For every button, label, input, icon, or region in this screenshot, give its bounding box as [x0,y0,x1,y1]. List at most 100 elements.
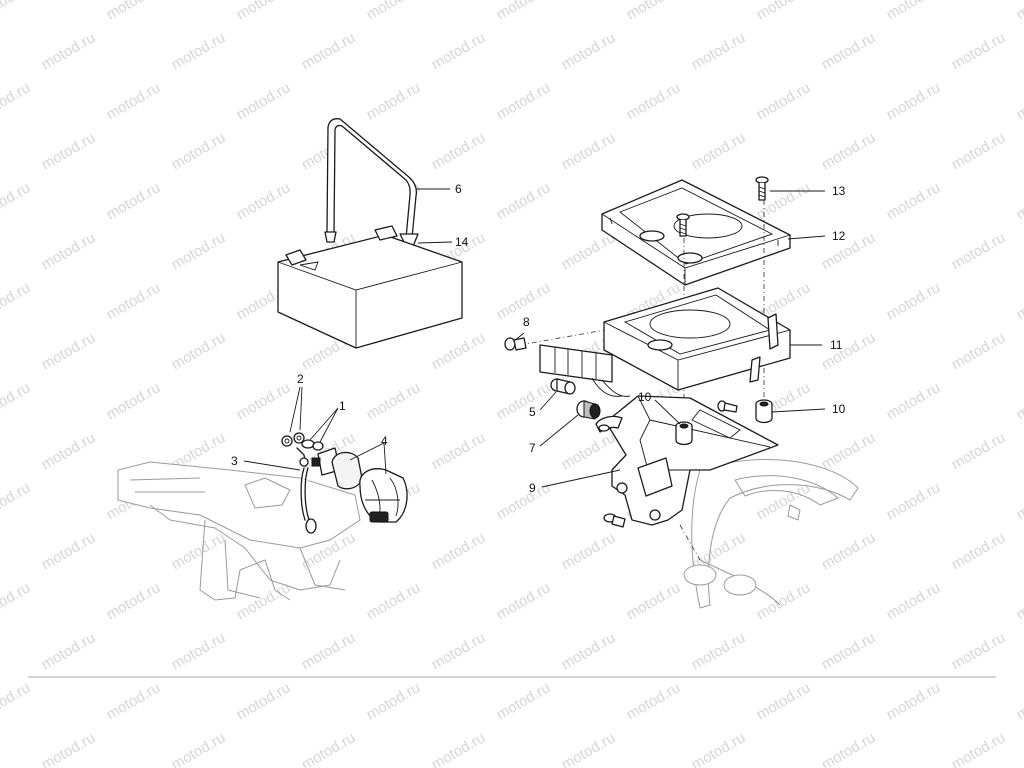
watermark-text: motod.ru [884,279,944,323]
callout-1: 1 [339,399,346,413]
callout-10-right: 10 [832,402,846,416]
watermark-text: motod.ru [169,229,229,273]
watermark-text: motod.ru [234,179,294,223]
watermark-text: motod.ru [104,279,164,323]
callout-6: 6 [455,182,462,196]
watermark-text: motod.ru [494,79,554,123]
watermark-text: motod.ru [1014,579,1024,623]
watermark-text: motod.ru [559,29,619,73]
watermark-text: motod.ru [364,79,424,123]
watermark-text: motod.ru [949,729,1009,768]
callout-3: 3 [231,454,238,468]
battery-tray-lower-part [603,287,791,391]
watermark-text: motod.ru [169,529,229,573]
watermark-text: motod.ru [494,379,554,423]
watermark-text: motod.ru [169,329,229,373]
mounting-bracket-part [595,395,779,526]
rear-fender-outline [679,459,859,609]
bolt-13-part [676,176,769,237]
relay-part [311,447,408,523]
watermark-text: motod.ru [754,579,814,623]
callout-14: 14 [455,235,469,249]
watermark-text: motod.ru [754,79,814,123]
watermark-text: motod.ru [39,129,99,173]
watermark-text: motod.ru [1014,379,1024,423]
watermark-text: motod.ru [884,479,944,523]
watermark-text: motod.ru [39,729,99,768]
watermark-text: motod.ru [819,129,879,173]
watermark-text: motod.ru [104,379,164,423]
watermark-text: motod.ru [364,0,424,23]
watermark-text: motod.ru [819,229,879,273]
watermark-text: motod.ru [39,229,99,273]
watermark-text: motod.ru [819,329,879,373]
rubber-mount-10a-part [675,421,693,446]
watermark-text: motod.ru [39,629,99,673]
callout-11: 11 [830,338,843,352]
watermark-text: motod.ru [0,279,33,323]
callout-8: 8 [523,315,530,329]
watermark-text: motod.ru [104,579,164,623]
watermark-text: motod.ru [39,529,99,573]
watermark-text: motod.ru [819,429,879,473]
watermark-text: motod.ru [169,29,229,73]
leader-lines [243,188,826,488]
watermark-text: motod.ru [364,379,424,423]
watermark-text: motod.ru [104,0,164,23]
watermark-text: motod.ru [884,679,944,723]
watermark-text: motod.ru [169,629,229,673]
watermark-text: motod.ru [104,679,164,723]
watermark-text: motod.ru [494,0,554,23]
watermark-text: motod.ru [819,529,879,573]
watermark-text: motod.ru [819,29,879,73]
watermark-text: motod.ru [1014,79,1024,123]
callout-4: 4 [381,434,388,448]
watermark-text: motod.ru [429,729,489,768]
callout-13: 13 [832,184,846,198]
watermark-text: motod.ru [0,679,33,723]
grommet-5-part [550,378,576,395]
battery-part [277,225,463,349]
watermark-text: motod.ru [364,579,424,623]
watermark-text: motod.ru [234,79,294,123]
watermark-text: motod.ru [364,679,424,723]
watermark-text: motod.ru [104,79,164,123]
callout-9: 9 [529,481,536,495]
watermark-text: motod.ru [884,379,944,423]
watermark-text: motod.ru [1014,479,1024,523]
watermark-text: motod.ru [299,729,359,768]
watermark-text: motod.ru [559,429,619,473]
watermark-text: motod.ru [949,329,1009,373]
watermark-text: motod.ru [429,629,489,673]
watermark-text: motod.ru [429,529,489,573]
watermark-text: motod.ru [0,0,33,23]
watermark-text: motod.ru [39,329,99,373]
watermark-text: motod.ru [104,179,164,223]
battery-strap-part [324,118,419,255]
watermark-text: motod.ru [949,229,1009,273]
small-screw-part [717,400,738,413]
watermark-text: motod.ru [819,629,879,673]
watermark-text: motod.ru [754,0,814,23]
watermark-text: motod.ru [884,179,944,223]
ground-cable-part [296,447,317,534]
watermark-text: motod.ru [0,179,33,223]
watermark-text: motod.ru [429,329,489,373]
watermark-text: motod.ru [624,579,684,623]
callout-10-left: 10 [638,390,652,404]
screw-8-part [504,337,527,351]
bushing-7-part [576,400,601,420]
watermark-text: motod.ru [559,529,619,573]
bracket-screw-part [603,513,626,528]
watermark-text: motod.ru [299,29,359,73]
watermark-text: motod.ru [234,379,294,423]
watermark-text: motod.ru [624,0,684,23]
watermark-text: motod.ru [0,579,33,623]
watermark-text: motod.ru [559,729,619,768]
watermark-text: motod.ru [429,29,489,73]
callout-labels: 6 14 2 1 3 4 13 12 11 8 5 7 9 10 10 [231,182,846,495]
watermark-text: motod.ru [689,129,749,173]
watermark-text: motod.ru [39,29,99,73]
watermark-text: motod.ru [689,629,749,673]
